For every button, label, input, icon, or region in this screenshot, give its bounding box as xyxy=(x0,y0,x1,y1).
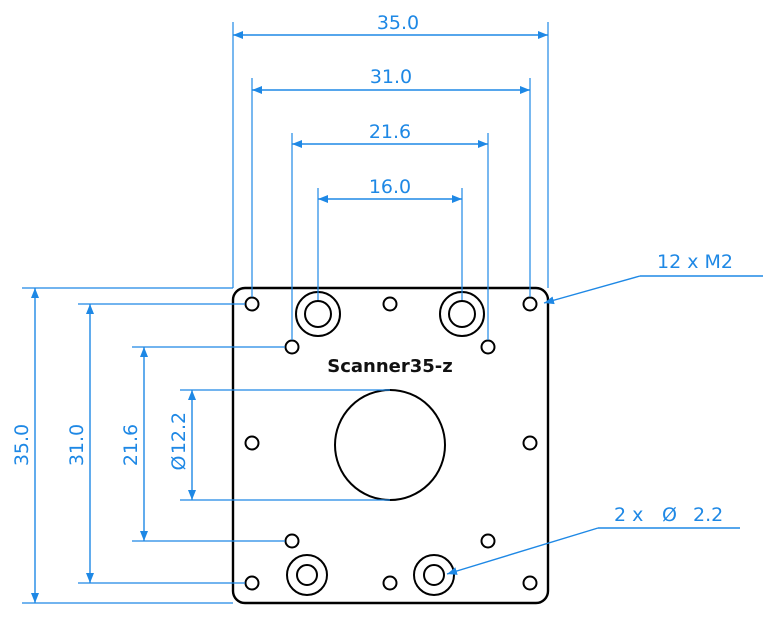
m2-hole xyxy=(522,435,538,451)
counterbore-inner xyxy=(423,564,445,586)
dim-text-21-6-horizontal: 21.6 xyxy=(369,121,411,143)
m2-hole xyxy=(284,339,300,355)
counterbore-inner xyxy=(448,300,476,328)
counterbored-holes xyxy=(286,291,485,596)
callout-diameter-symbol: Ø xyxy=(662,504,677,526)
dim-text-31-vertical: 31.0 xyxy=(66,424,88,466)
callout-text-holes-prefix: 2 x xyxy=(614,504,643,526)
dim-text-21-6-vertical: 21.6 xyxy=(120,424,142,466)
m2-hole xyxy=(244,296,260,312)
callout-leader-holes xyxy=(446,527,599,575)
counterbore-inner xyxy=(296,564,318,586)
m2-hole xyxy=(284,533,300,549)
m2-hole xyxy=(522,575,538,591)
central-aperture xyxy=(334,389,446,501)
part-label: Scanner35-z xyxy=(327,356,453,377)
m2-hole xyxy=(480,339,496,355)
m2-hole xyxy=(382,296,398,312)
callout-text-threads: 12 x M2 xyxy=(657,251,733,273)
m2-hole xyxy=(244,435,260,451)
dim-text-35-vertical: 35.0 xyxy=(11,424,33,466)
m2-hole xyxy=(244,575,260,591)
m2-holes xyxy=(244,296,538,591)
callout-leader-threads xyxy=(543,275,641,305)
counterbore-inner xyxy=(304,300,332,328)
dim-value-12-2: 12.2 xyxy=(168,412,190,454)
dim-text-16-horizontal: 16.0 xyxy=(369,176,411,198)
dim-text-31-horizontal: 31.0 xyxy=(370,66,412,88)
diameter-symbol: Ø xyxy=(168,456,190,471)
m2-hole xyxy=(480,533,496,549)
callout-text-holes-value: 2.2 xyxy=(693,504,723,526)
horizontal-extension-lines xyxy=(232,22,549,340)
dim-text-12-2-vertical: Ø 12.2 xyxy=(168,412,190,471)
m2-hole xyxy=(522,296,538,312)
m2-hole xyxy=(382,575,398,591)
dim-text-35-horizontal: 35.0 xyxy=(377,12,419,34)
vertical-extension-lines xyxy=(22,287,390,604)
